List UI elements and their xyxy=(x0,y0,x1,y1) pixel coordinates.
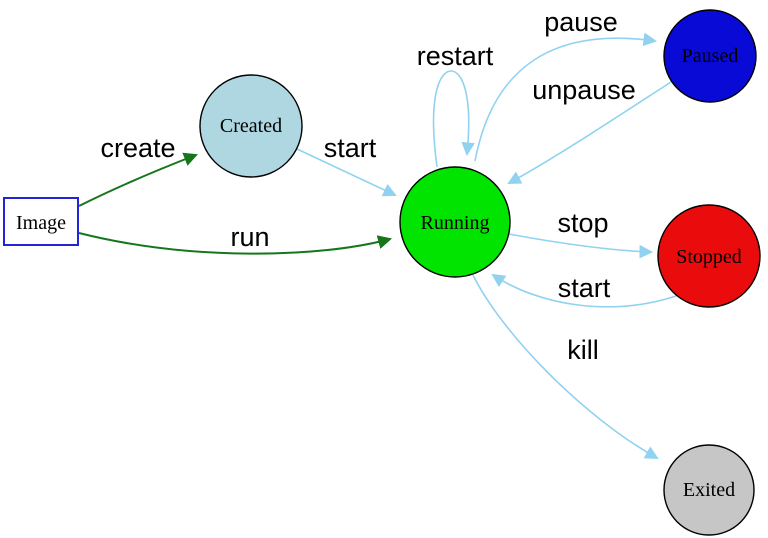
image-box-shape xyxy=(3,197,79,246)
node-paused-label: Paused xyxy=(682,45,739,67)
created-circle-shape xyxy=(199,74,303,178)
edge-start-created-arrow xyxy=(296,148,397,197)
node-image-label: Image xyxy=(16,212,66,234)
node-running: Running xyxy=(399,166,511,278)
node-paused: Paused xyxy=(663,9,757,103)
edge-start-stopped-arrow xyxy=(491,273,677,308)
edge-kill-label: kill xyxy=(567,335,599,365)
paused-circle-shape xyxy=(663,9,757,103)
node-created-label: Created xyxy=(220,115,282,137)
edge-stop-arrow xyxy=(508,233,654,259)
node-stopped: Stopped xyxy=(657,204,761,308)
edge-restart-self-loop-arrow xyxy=(432,70,475,168)
node-image: Image xyxy=(3,197,79,246)
node-running-label: Running xyxy=(421,212,490,234)
node-exited: Exited xyxy=(663,444,755,536)
edge-create-arrow xyxy=(78,152,198,207)
node-exited-label: Exited xyxy=(683,479,735,501)
edge-start-stopped-label: start xyxy=(558,273,611,303)
edge-unpause-label: unpause xyxy=(532,75,636,105)
node-stopped-label: Stopped xyxy=(676,246,742,268)
exited-circle-shape xyxy=(663,444,755,536)
edge-restart-label: restart xyxy=(417,41,494,71)
edge-run-label: run xyxy=(230,222,269,252)
edge-run-arrow xyxy=(78,232,393,255)
edge-unpause-arrow xyxy=(507,81,672,184)
edge-kill-arrow xyxy=(472,274,659,459)
stopped-circle-shape xyxy=(657,204,761,308)
running-circle-shape xyxy=(399,166,511,278)
edge-pause-arrow xyxy=(474,32,658,162)
node-created: Created xyxy=(199,74,303,178)
edge-stop-label: stop xyxy=(557,208,608,238)
edge-pause-label: pause xyxy=(544,7,618,37)
edge-start-created-label: start xyxy=(324,133,377,163)
edge-create-label: create xyxy=(100,133,175,163)
